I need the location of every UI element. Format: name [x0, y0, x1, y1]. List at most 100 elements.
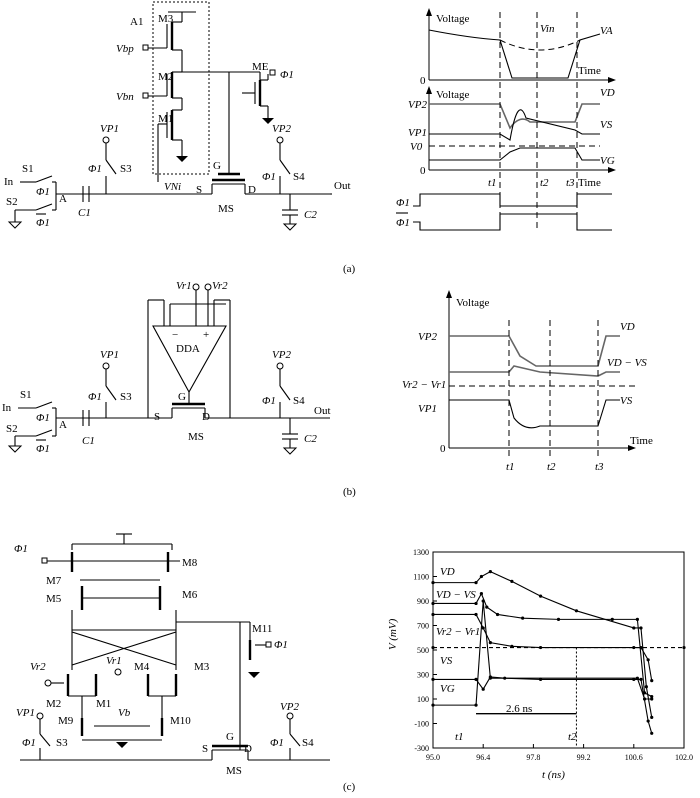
y-tick-label: 700 [417, 622, 429, 631]
label-s2-a: S2 [6, 196, 18, 208]
wa-top-ylabel: Voltage [436, 13, 470, 25]
chart-ylabel: V (mV) [387, 618, 399, 650]
y-tick-label: 100 [417, 695, 429, 704]
chart-interval: 2.6 ns [506, 703, 532, 715]
series-point [431, 581, 435, 585]
label-s-a: S [196, 184, 202, 196]
y-tick-label: 300 [417, 671, 429, 680]
label-phi1-s4-b: Φ1 [262, 395, 276, 407]
series-line [433, 600, 652, 706]
label-d-a: D [248, 184, 256, 196]
label-m3: M3 [158, 13, 174, 25]
chart-label-vg: VG [440, 683, 455, 695]
label-s3-a: S3 [120, 163, 132, 175]
label-dda-plus: + [203, 329, 209, 341]
series-point [644, 685, 648, 689]
label-c1-b: C1 [82, 435, 95, 447]
label-m8: M8 [182, 557, 198, 569]
label-m1: M1 [158, 113, 173, 125]
label-d-b: D [202, 411, 210, 423]
series-point [639, 677, 643, 682]
series-point [474, 581, 478, 585]
series-point [474, 677, 478, 682]
series-point [521, 616, 525, 620]
label-phi1-s3-b: Φ1 [88, 391, 102, 403]
label-g-a: G [213, 160, 221, 172]
series-point [646, 719, 650, 723]
label-ms-a: MS [218, 203, 234, 215]
wa-phi1: Φ1 [396, 197, 410, 209]
label-vp2-b: VP2 [272, 349, 291, 361]
wa-t1: t1 [488, 177, 497, 189]
series-point [488, 676, 492, 680]
label-a-node-b: A [59, 419, 67, 431]
series-point [556, 617, 561, 621]
label-s-c: S [202, 743, 208, 755]
series-point [481, 626, 485, 630]
label-phi1-m11: Φ1 [274, 639, 288, 651]
waveforms-a: Voltage Time 0 VA Vin Voltage Time 0 VP2… [396, 8, 616, 232]
label-dda: DDA [176, 343, 200, 355]
wa-mid-zero: 0 [420, 165, 426, 177]
vbp-terminal [142, 44, 149, 51]
series-point [510, 644, 514, 648]
series-point [639, 626, 643, 630]
wb-vs: VS [620, 395, 633, 407]
series-point [431, 703, 435, 707]
y-tick-label: -100 [414, 720, 429, 729]
series-point [488, 570, 492, 574]
label-phi1bar-b: Φ1 [36, 443, 50, 455]
series-point [538, 645, 543, 650]
series-point [431, 612, 435, 617]
series-point [610, 617, 614, 621]
series-point [642, 697, 647, 701]
wb-vp1: VP1 [418, 403, 437, 415]
label-vp1-b: VP1 [100, 349, 119, 361]
y-tick-label: 500 [417, 646, 429, 655]
label-phi1-s3-c: Φ1 [22, 737, 36, 749]
label-vni: VNi [164, 181, 181, 193]
series-line [433, 592, 652, 698]
series-line [433, 613, 653, 681]
label-vp2-a: VP2 [272, 123, 291, 135]
series-point [431, 601, 435, 606]
chart-label-vd-vs: VD − VS [436, 589, 476, 601]
label-phi1-s1-a: Φ1 [36, 186, 50, 198]
wa-phi1bar: Φ1 [396, 217, 410, 229]
circuit-c: Φ1 M7 M8 M5 M6 M11 Φ1 Vr2 Vr1 M2 M1 M4 M… [14, 533, 330, 777]
wa-vg: VG [600, 155, 615, 167]
wb-vr: Vr2 − Vr1 [402, 379, 446, 391]
label-s2-b: S2 [6, 423, 18, 435]
label-m5: M5 [46, 593, 62, 605]
wa-mid-ylabel: Voltage [436, 89, 470, 101]
wa-vs: VS [600, 119, 613, 131]
label-vbp: Vbp [116, 43, 134, 55]
label-s-b: S [154, 411, 160, 423]
label-c2-a: C2 [304, 209, 317, 221]
series-point [474, 703, 478, 707]
label-dda-minus: − [172, 329, 178, 341]
x-tick-label: 102.0 [675, 753, 693, 762]
label-m1-c: M1 [96, 698, 111, 710]
label-vr1: Vr1 [176, 280, 192, 292]
label-m11: M11 [252, 623, 272, 635]
label-vp1-a: VP1 [100, 123, 119, 135]
label-c1-a: C1 [78, 207, 91, 219]
circuit-a: A1 M3 Vbp M2 Vbn M1 ME Φ1 G S D MS VNi O… [4, 1, 351, 231]
label-vbn: Vbn [116, 91, 134, 103]
label-vb: Vb [118, 707, 131, 719]
wa-v0: V0 [410, 141, 423, 153]
caption-c: (c) [343, 781, 356, 793]
wa-vp2: VP2 [408, 99, 427, 111]
wb-t3: t3 [595, 461, 604, 473]
wb-vp2: VP2 [418, 331, 437, 343]
label-phi1-c: Φ1 [14, 543, 28, 555]
label-out-b: Out [314, 405, 331, 417]
wa-t2: t2 [540, 177, 549, 189]
series-point [650, 715, 654, 719]
series-point [479, 592, 484, 596]
series-point [431, 645, 435, 650]
x-tick-label: 95.0 [426, 753, 440, 762]
